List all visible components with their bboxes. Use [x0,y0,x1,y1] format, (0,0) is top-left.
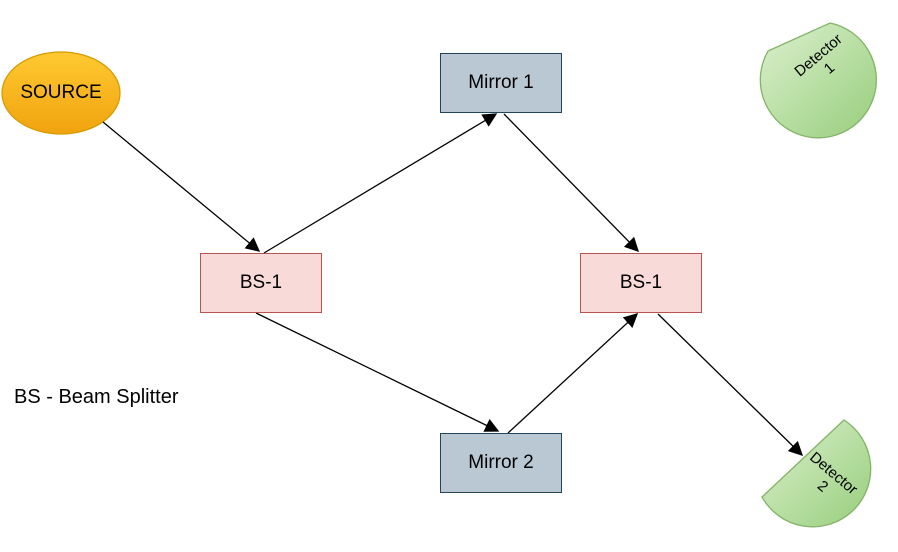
node-mirror1: Mirror 1 [440,53,562,113]
mirror2-label: Mirror 2 [468,451,534,473]
node-beamsplitter-right: BS-1 [580,253,702,313]
mirror1-label: Mirror 1 [468,71,534,93]
legend-caption: BS - Beam Splitter [14,386,179,408]
edge-source-to-bs1-left [102,121,261,252]
node-beamsplitter-left: BS-1 [200,253,322,313]
edge-bs1-left-to-mirror1 [263,113,498,254]
edge-mirror1-to-bs1-right [503,113,639,253]
bs1-left-label: BS-1 [239,271,283,293]
node-mirror2: Mirror 2 [440,433,562,493]
detector1-shape [759,22,877,139]
detector2-shape [761,419,872,528]
edge-bs1-right-to-detector2 [657,313,804,457]
edge-mirror2-to-bs1-right [507,313,639,434]
bs1-right-label: BS-1 [619,271,663,293]
source-shape [1,51,121,135]
edge-bs1-left-to-mirror2 [255,312,500,432]
